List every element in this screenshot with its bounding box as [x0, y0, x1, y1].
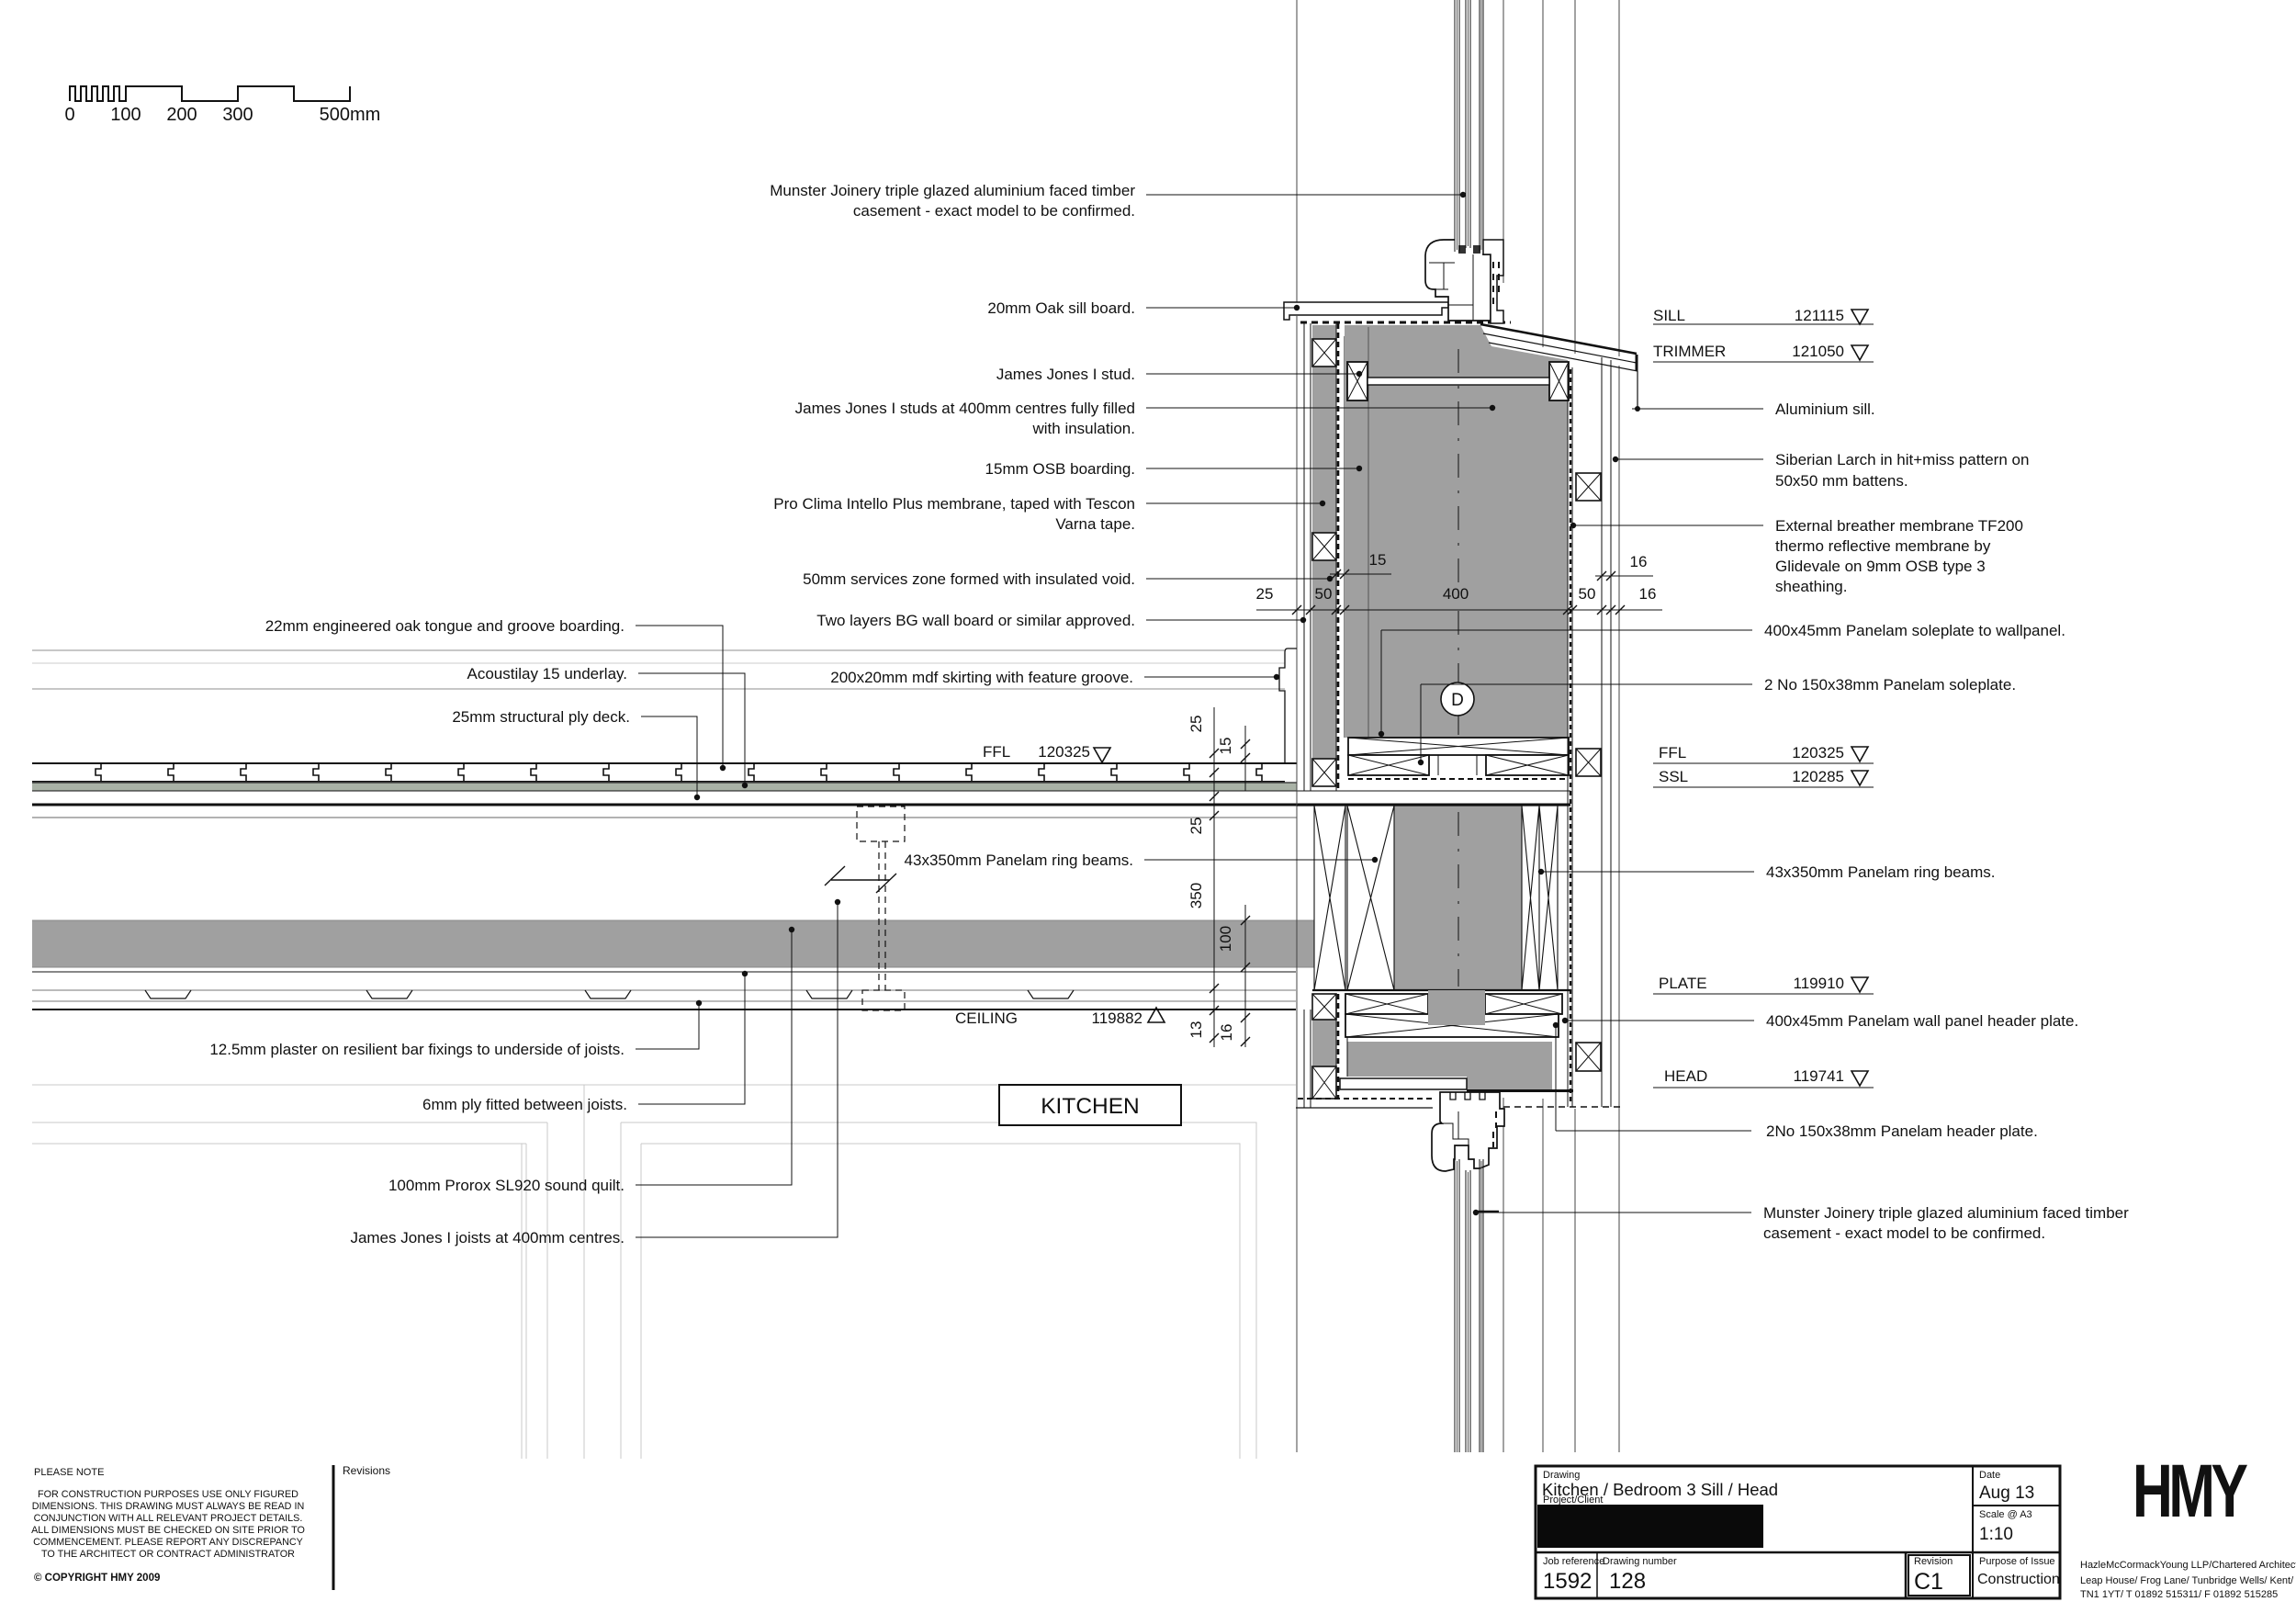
svg-text:2No 150x38mm Panelam header pl: 2No 150x38mm Panelam header plate. [1766, 1122, 2038, 1140]
svg-text:TRIMMER: TRIMMER [1653, 343, 1726, 360]
svg-text:50: 50 [1579, 585, 1596, 603]
svg-text:Siberian Larch in hit+miss pat: Siberian Larch in hit+miss pattern on [1775, 451, 2029, 468]
svg-text:SILL: SILL [1653, 307, 1685, 324]
svg-text:COMMENCEMENT. PLEASE REPORT A: COMMENCEMENT. PLEASE REPORT ANY DISCREPA… [33, 1537, 303, 1548]
svg-text:50: 50 [1315, 585, 1333, 603]
svg-text:Scale @ A3: Scale @ A3 [1979, 1509, 2032, 1520]
svg-text:120325: 120325 [1038, 743, 1090, 761]
svg-text:119910: 119910 [1794, 975, 1844, 992]
svg-text:22mm engineered oak tongue and: 22mm engineered oak tongue and groove bo… [265, 617, 625, 635]
svg-text:50x50 mm battens.: 50x50 mm battens. [1775, 472, 1908, 490]
svg-text:Project/Client: Project/Client [1543, 1495, 1603, 1506]
svg-text:PLEASE NOTE: PLEASE NOTE [34, 1467, 104, 1478]
svg-text:External breather membrane TF2: External breather membrane TF200 [1775, 517, 2023, 535]
svg-text:Kitchen / Bedroom 3 Sill / Hea: Kitchen / Bedroom 3 Sill / Head [1542, 1480, 1778, 1499]
svg-text:119741: 119741 [1794, 1067, 1844, 1085]
svg-text:121050: 121050 [1792, 343, 1844, 360]
svg-text:Job reference: Job reference [1543, 1556, 1604, 1567]
svg-text:Revisions: Revisions [343, 1464, 390, 1477]
svg-text:SSL: SSL [1659, 768, 1688, 785]
svg-text:C1: C1 [1914, 1569, 1943, 1595]
svg-text:Glidevale on 9mm OSB type 3: Glidevale on 9mm OSB type 3 [1775, 558, 1986, 575]
svg-text:50mm services zone formed with: 50mm services zone formed with insulated… [803, 570, 1135, 588]
svg-text:13: 13 [1187, 1021, 1205, 1039]
svg-text:PLATE: PLATE [1659, 975, 1707, 992]
svg-text:Revision: Revision [1914, 1556, 1953, 1567]
svg-text:ALL DIMENSIONS MUST BE CHECKED: ALL DIMENSIONS MUST BE CHECKED ON SITE P… [31, 1525, 305, 1536]
svg-text:350: 350 [1187, 883, 1205, 908]
svg-text:43x350mm Panelam ring beams.: 43x350mm Panelam ring beams. [905, 852, 1133, 869]
svg-text:sheathing.: sheathing. [1775, 578, 1847, 595]
svg-text:100: 100 [110, 105, 141, 125]
svg-text:300: 300 [222, 105, 253, 125]
svg-text:16: 16 [1630, 553, 1648, 570]
svg-text:16: 16 [1218, 1024, 1235, 1042]
svg-text:Two layers BG wall board or si: Two layers BG wall board or similar appr… [816, 612, 1135, 629]
svg-text:casement - exact model to be c: casement - exact model to be confirmed. [853, 202, 1135, 220]
svg-text:Varna tape.: Varna tape. [1055, 515, 1135, 533]
svg-text:16: 16 [1639, 585, 1657, 603]
svg-text:15: 15 [1369, 551, 1387, 569]
svg-text:CEILING: CEILING [955, 1010, 1018, 1027]
svg-text:D: D [1451, 691, 1464, 710]
svg-text:100: 100 [1217, 926, 1234, 952]
svg-text:500mm: 500mm [320, 105, 381, 125]
svg-text:43x350mm Panelam ring beams.: 43x350mm Panelam ring beams. [1766, 863, 1995, 881]
svg-text:FFL: FFL [983, 743, 1010, 761]
svg-text:FFL: FFL [1659, 744, 1686, 761]
svg-text:Leap House/ Frog Lane/ Tunbrid: Leap House/ Frog Lane/ Tunbridge Wells/ … [2080, 1575, 2294, 1586]
svg-text:Acoustilay 15 underlay.: Acoustilay 15 underlay. [467, 665, 627, 682]
svg-text:CONJUNCTION WITH ALL RELEVANT: CONJUNCTION WITH ALL RELEVANT PROJECT DE… [34, 1513, 303, 1524]
svg-text:James Jones I studs at 400mm c: James Jones I studs at 400mm centres ful… [795, 400, 1135, 417]
svg-text:200x20mm mdf skirting with fea: 200x20mm mdf skirting with feature groov… [830, 669, 1133, 686]
svg-text:119882: 119882 [1092, 1010, 1142, 1027]
svg-text:12.5mm plaster on resilient ba: 12.5mm plaster on resilient bar fixings … [209, 1041, 625, 1058]
svg-text:15: 15 [1217, 738, 1234, 755]
svg-text:DIMENSIONS. THIS DRAWING MUST: DIMENSIONS. THIS DRAWING MUST ALWAYS BE … [32, 1501, 305, 1512]
svg-text:25: 25 [1256, 585, 1274, 603]
svg-text:20mm Oak sill board.: 20mm Oak sill board. [987, 299, 1135, 317]
svg-text:casement - exact model to be c: casement - exact model to be confirmed. [1763, 1224, 2045, 1242]
svg-text:thermo reflective membrane by: thermo reflective membrane by [1775, 537, 1991, 555]
svg-text:25mm structural ply deck.: 25mm structural ply deck. [452, 708, 630, 726]
svg-text:HMY: HMY [2133, 1449, 2247, 1533]
svg-text:121115: 121115 [1795, 307, 1844, 324]
svg-text:0: 0 [64, 105, 74, 125]
svg-text:James Jones I joists at 400mm: James Jones I joists at 400mm centres. [350, 1229, 625, 1246]
svg-text:200: 200 [166, 105, 197, 125]
svg-text:with insulation.: with insulation. [1031, 420, 1135, 437]
svg-text:Pro Clima Intello Plus membran: Pro Clima Intello Plus membrane, taped w… [773, 495, 1135, 513]
svg-text:Drawing number: Drawing number [1603, 1556, 1677, 1567]
svg-text:Purpose of Issue: Purpose of Issue [1979, 1556, 2055, 1567]
svg-text:FOR CONSTRUCTION PURPOSES USE: FOR CONSTRUCTION PURPOSES USE ONLY FIGUR… [38, 1489, 298, 1500]
svg-text:400: 400 [1443, 585, 1469, 603]
svg-text:1:10: 1:10 [1979, 1525, 2013, 1544]
svg-text:1592: 1592 [1543, 1569, 1592, 1594]
svg-text:Munster Joinery triple glazed: Munster Joinery triple glazed aluminium … [770, 182, 1135, 199]
svg-text:Munster Joinery triple glazed: Munster Joinery triple glazed aluminium … [1763, 1204, 2129, 1222]
svg-text:Aug 13: Aug 13 [1979, 1483, 2034, 1503]
svg-text:James Jones I stud.: James Jones I stud. [996, 366, 1135, 383]
svg-text:Drawing: Drawing [1543, 1470, 1580, 1481]
svg-text:120325: 120325 [1792, 744, 1844, 761]
svg-text:400x45mm Panelam soleplate to: 400x45mm Panelam soleplate to wallpanel. [1764, 622, 2065, 639]
svg-text:6mm ply fitted between joists.: 6mm ply fitted between joists. [422, 1096, 627, 1113]
svg-text:TN1 1YT/ T 01892 515311/ F 018: TN1 1YT/ T 01892 515311/ F 01892 515285 [2080, 1589, 2278, 1600]
svg-text:25: 25 [1187, 818, 1205, 835]
svg-text:HEAD: HEAD [1664, 1067, 1707, 1085]
svg-text:TO THE ARCHITECT OR CONTRACT A: TO THE ARCHITECT OR CONTRACT ADMINISTRAT… [41, 1549, 295, 1560]
svg-text:© COPYRIGHT HMY 2009: © COPYRIGHT HMY 2009 [34, 1573, 160, 1584]
svg-text:15mm OSB boarding.: 15mm OSB boarding. [985, 460, 1135, 478]
svg-text:400x45mm Panelam wall panel he: 400x45mm Panelam wall panel header plate… [1766, 1012, 2078, 1030]
svg-text:100mm Prorox SL920 sound quilt: 100mm Prorox SL920 sound quilt. [388, 1177, 625, 1194]
svg-text:Aluminium sill.: Aluminium sill. [1775, 400, 1875, 418]
svg-text:Construction: Construction [1977, 1572, 2060, 1587]
svg-text:120285: 120285 [1792, 768, 1844, 785]
svg-text:HazleMcCormackYoung LLP/Charte: HazleMcCormackYoung LLP/Chartered Archit… [2080, 1560, 2296, 1571]
svg-text:128: 128 [1609, 1569, 1646, 1594]
svg-text:25: 25 [1187, 716, 1205, 733]
svg-text:2 No 150x38mm Panelam soleplat: 2 No 150x38mm Panelam soleplate. [1764, 676, 2016, 694]
svg-text:Date: Date [1979, 1470, 2000, 1481]
svg-text:KITCHEN: KITCHEN [1041, 1094, 1140, 1119]
